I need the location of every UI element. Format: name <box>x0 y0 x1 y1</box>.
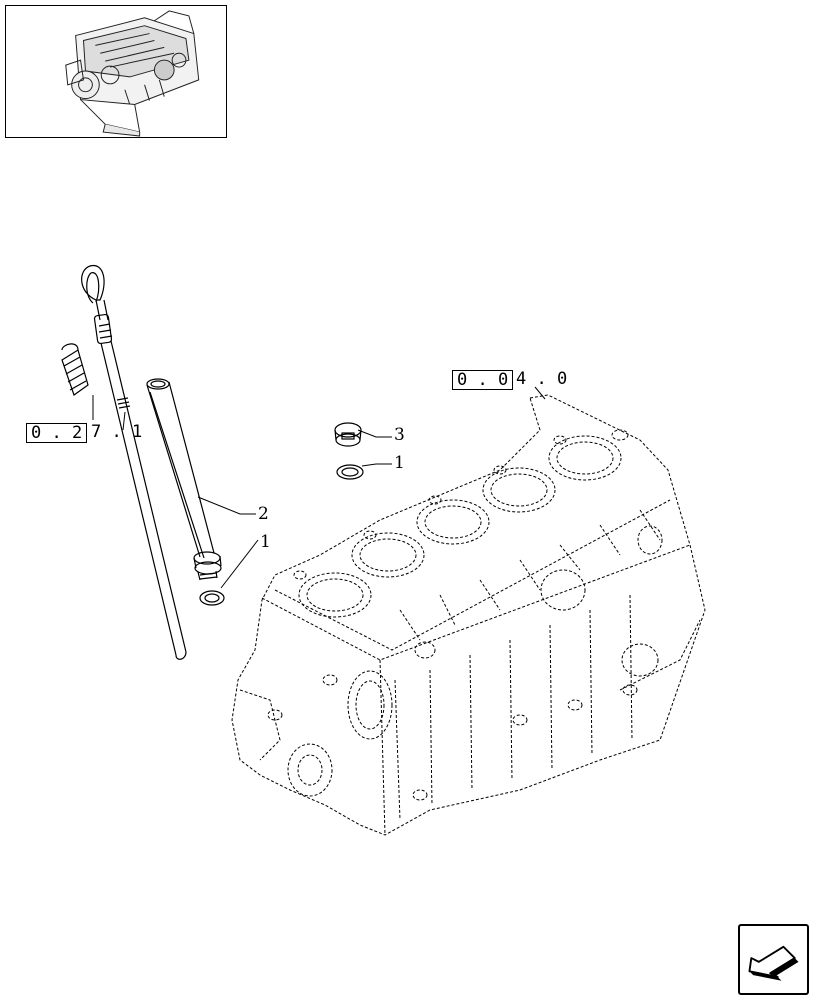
callout-tube-washer: 1 <box>260 532 271 552</box>
block-reference-tail: 4 . 0 <box>516 369 568 389</box>
engine-block <box>231 394 706 836</box>
dipstick-reference-tail: 7 . 1 <box>91 422 143 442</box>
engine-thumbnail-icon <box>65 10 200 137</box>
block-reference-box[interactable]: 0 . 0 <box>452 370 514 390</box>
tube-part <box>146 378 225 606</box>
leader-lines <box>92 386 546 589</box>
callout-tube: 2 <box>258 504 269 524</box>
next-page-arrow-icon <box>748 945 799 981</box>
callout-plug-washer: 1 <box>394 453 405 473</box>
dipstick-reference-box[interactable]: 0 . 2 <box>26 423 88 443</box>
callout-plug: 3 <box>394 425 405 445</box>
dipstick-part <box>61 264 187 660</box>
next-page-button[interactable] <box>738 924 809 995</box>
engine-thumbnail <box>5 5 227 138</box>
plug-part <box>334 422 364 480</box>
